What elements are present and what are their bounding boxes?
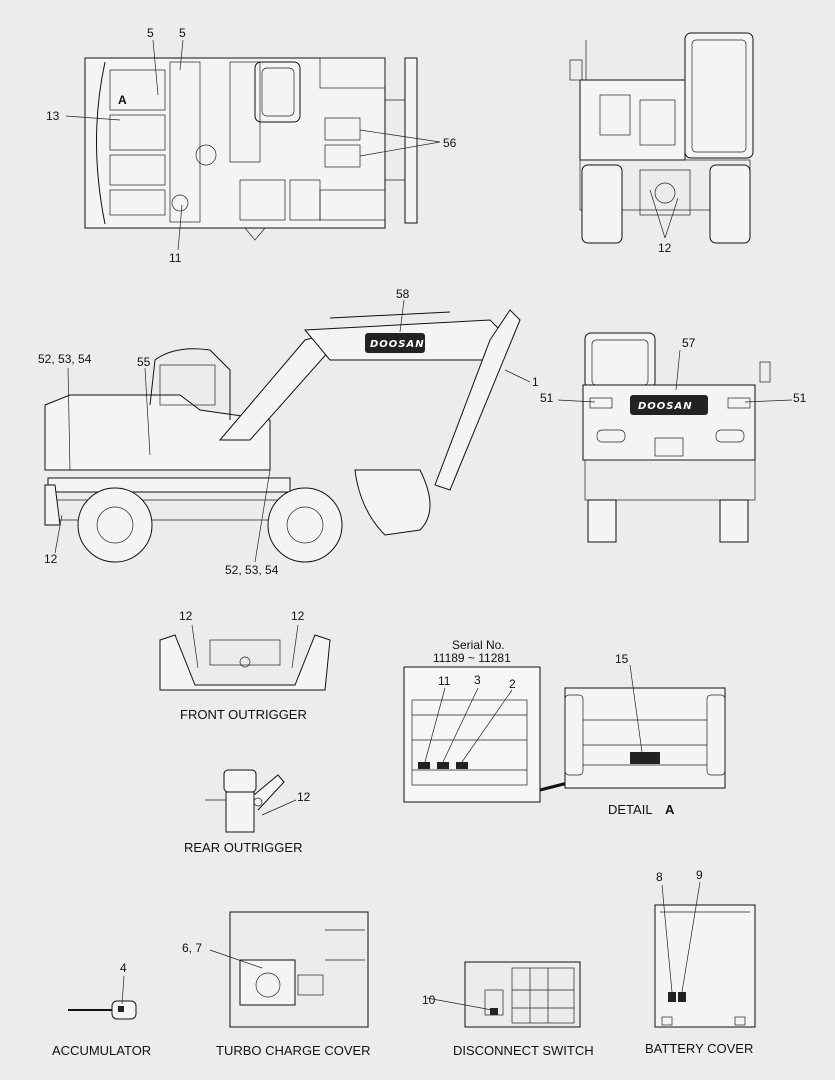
leader-11 [177, 204, 183, 251]
front-outrigger: 12 12 FRONT OUTRIGGER [159, 609, 331, 722]
callout-52-53-54-top: 52, 53, 54 [38, 352, 92, 366]
callout-detail-2: 2 [509, 677, 516, 691]
leader-batt-8 [661, 884, 673, 993]
leader-55 [144, 367, 151, 456]
callout-turbo-6-7: 6, 7 [182, 941, 202, 955]
rear-outrigger: 12 REAR OUTRIGGER [184, 769, 311, 855]
callout-13: 13 [46, 109, 60, 123]
leader-rear-12 [649, 189, 679, 239]
callout-batt-8: 8 [656, 870, 663, 884]
leader-51-right [744, 399, 793, 403]
callout-batt-9: 9 [696, 868, 703, 882]
caption-rear-outrigger: REAR OUTRIGGER [184, 840, 302, 855]
caption-detail-letter: A [665, 802, 675, 817]
leader-side-12 [54, 514, 63, 554]
callout-detail-15: 15 [615, 652, 629, 666]
rear-view: 12 [569, 32, 754, 255]
callout-ro-12: 12 [297, 790, 311, 804]
leader-5a [152, 39, 159, 96]
leader-58 [399, 299, 405, 333]
callout-5b: 5 [179, 26, 186, 40]
leader-5b [179, 39, 184, 71]
leader-turbo-6-7 [209, 949, 263, 969]
detail-a: 15 DETAIL A [564, 652, 726, 817]
callout-52-53-54-bottom: 52, 53, 54 [225, 563, 279, 577]
callout-detail-11: 11 [438, 674, 451, 688]
caption-disconnect-switch: DISCONNECT SWITCH [453, 1043, 594, 1058]
leader-acc-4 [121, 975, 125, 1005]
front-brand-logo: DOOSAN [638, 401, 693, 412]
callout-acc-4: 4 [120, 961, 127, 975]
leader-detail-15 [629, 664, 643, 753]
leader-57 [675, 349, 681, 391]
serial-label: Serial No. [452, 638, 505, 652]
leader-fo-12-left [191, 624, 199, 669]
accumulator-view: 4 ACCUMULATOR [52, 961, 151, 1058]
callout-11: 11 [169, 251, 182, 265]
callout-57: 57 [682, 336, 696, 350]
disconnect-switch-view: 10 DISCONNECT SWITCH [422, 961, 594, 1058]
caption-front-outrigger: FRONT OUTRIGGER [180, 707, 307, 722]
serial-range: 11189 ~ 11281 [433, 651, 511, 665]
callout-detail-3: 3 [474, 673, 481, 687]
leader-1 [504, 369, 531, 383]
callout-disc-10: 10 [422, 993, 436, 1007]
leader-51-left [557, 399, 596, 403]
leader-525354-bottom [254, 469, 271, 563]
caption-detail: DETAIL [608, 802, 653, 817]
callout-side-12: 12 [44, 552, 58, 566]
callout-56: 56 [443, 136, 457, 150]
serial-inset: Serial No. 11189 ~ 11281 11 3 2 [403, 638, 626, 803]
leader-56 [359, 129, 441, 157]
leader-ro-12 [261, 799, 297, 816]
top-view: 5 5 13 A 11 56 [46, 26, 457, 265]
leader-13 [65, 115, 121, 121]
battery-cover-view: 8 9 BATTERY COVER [645, 868, 756, 1056]
callout-51-right: 51 [793, 391, 807, 405]
callout-51-left: 51 [540, 391, 554, 405]
callout-5a: 5 [147, 26, 154, 40]
callout-rear-12: 12 [658, 241, 672, 255]
callout-1: 1 [532, 375, 539, 389]
caption-battery-cover: BATTERY COVER [645, 1041, 753, 1056]
side-view: DOOSAN 58 52, 53, 54 55 1 12 52, 53, 54 [38, 287, 539, 577]
side-brand-logo: DOOSAN [370, 339, 425, 350]
leader-525354-top [67, 367, 71, 471]
caption-accumulator: ACCUMULATOR [52, 1043, 151, 1058]
callout-55: 55 [137, 355, 151, 369]
callout-fo-12-left: 12 [179, 609, 193, 623]
callout-fo-12-right: 12 [291, 609, 305, 623]
leader-disc-10 [426, 997, 493, 1011]
leader-batt-9 [681, 881, 701, 993]
callout-a: A [118, 93, 127, 107]
leader-fo-12-right [291, 624, 299, 669]
front-view: DOOSAN 57 51 51 [540, 332, 807, 543]
turbo-charge-cover-view: 6, 7 TURBO CHARGE COVER [182, 911, 371, 1058]
callout-58: 58 [396, 287, 410, 301]
caption-turbo-charge-cover: TURBO CHARGE COVER [216, 1043, 371, 1058]
